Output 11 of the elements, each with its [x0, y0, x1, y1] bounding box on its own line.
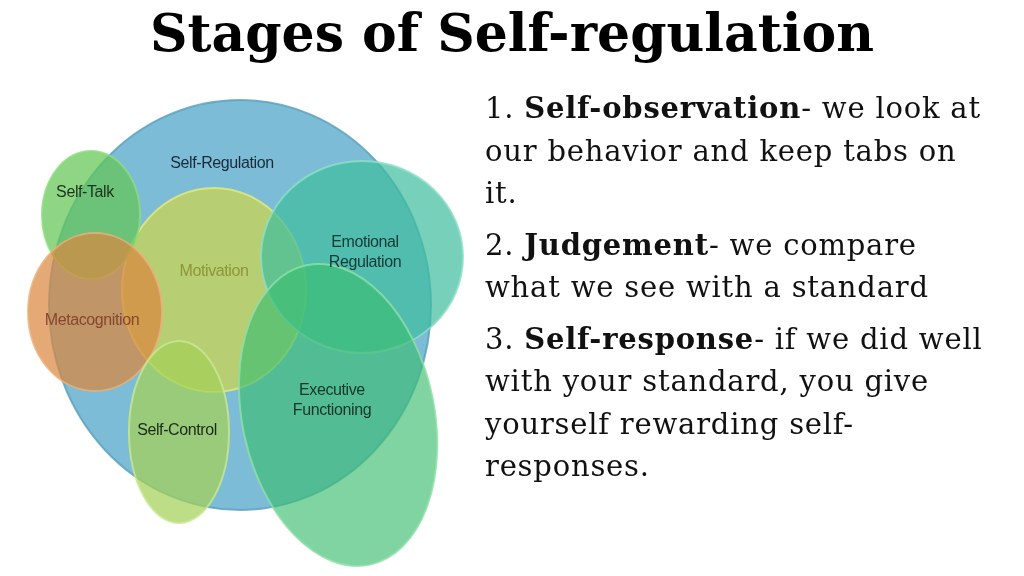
slide-title: Stages of Self-regulation [149, 2, 875, 63]
circle-label: Emotional Regulation [327, 232, 403, 272]
circle-label: Metacognition [43, 310, 141, 330]
stage-description: 2. Judgement- we compare what we see with a standard [485, 226, 930, 306]
stage-description: 3. Self-response- if we did well with your standard, you give yourself rewarding self-responses. [485, 320, 984, 485]
circle-label: Executive Functioning [291, 380, 373, 420]
circle-label: Self-Control [136, 420, 218, 440]
circle-label: Motivation [178, 261, 250, 281]
circle-label: Self-Talk [55, 182, 115, 202]
stage-description: 1. Self-observation- we look at our behavior and keep tabs on it. [485, 90, 982, 212]
circle-label: Self-Regulation [169, 153, 275, 173]
